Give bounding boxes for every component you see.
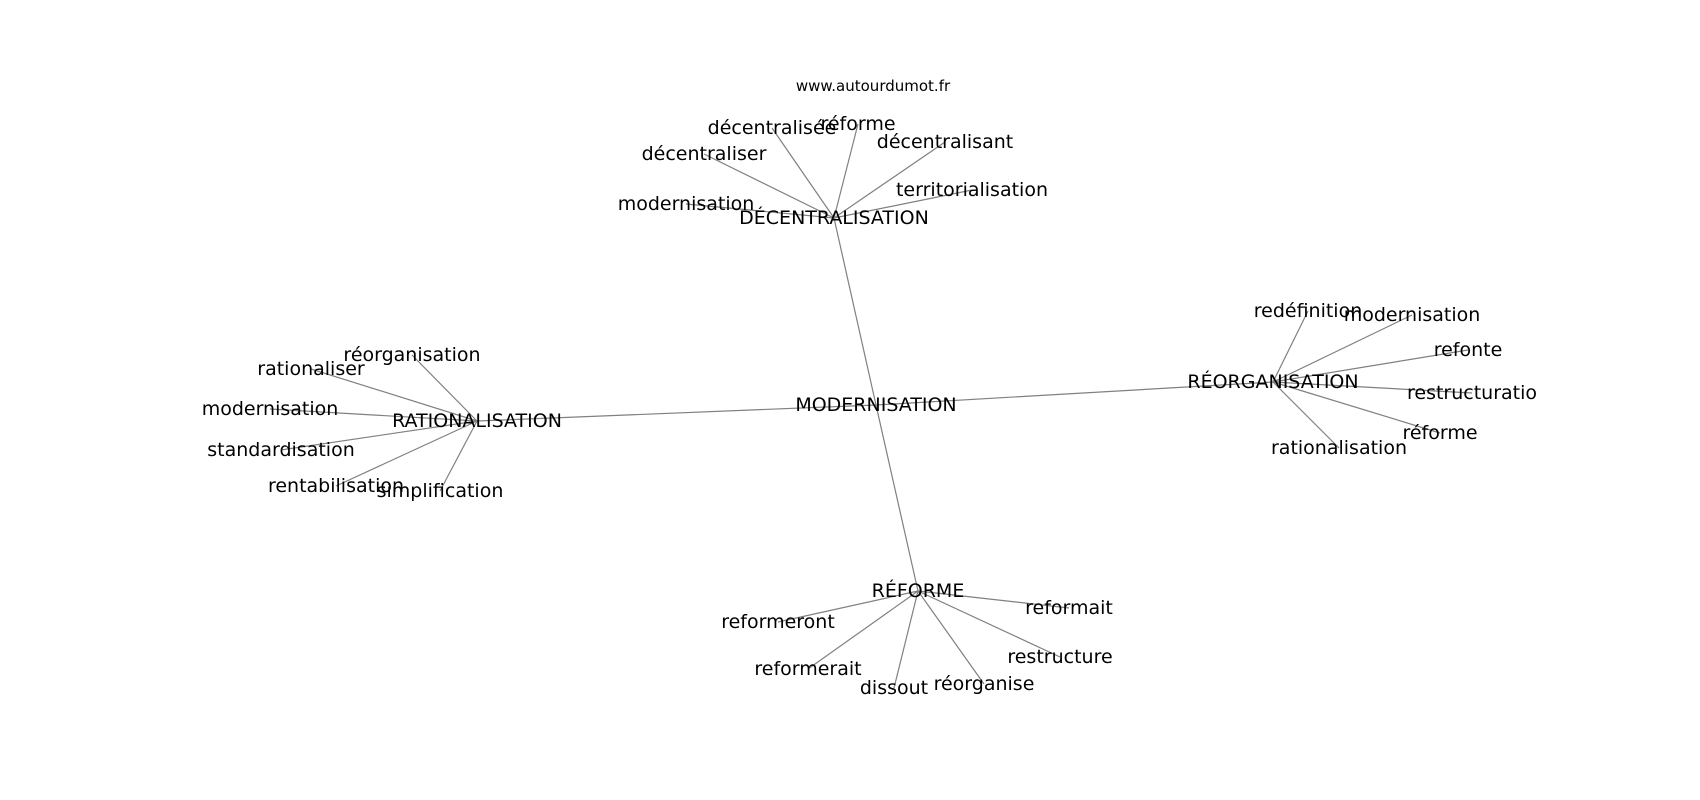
edge-reforme-3 [807,590,919,670]
node-leaf-rationalisation-0[interactable]: réorganisation [343,344,480,366]
site-watermark: www.autourdumot.fr [796,77,951,95]
edge-center-reforme [875,404,919,592]
node-leaf-decentralisation-0[interactable]: décentralisée [708,117,837,139]
edge-reforme-0 [917,590,1070,609]
node-hub-reorganisation[interactable]: RÉORGANISATION [1187,370,1358,393]
node-leaf-reorganisation-4[interactable]: réforme [1402,422,1477,444]
edge-decentralisation-3 [703,153,835,219]
edge-center-decentralisation [833,217,877,406]
edge-reforme-2 [917,590,1061,658]
node-leaf-rationalisation-5[interactable]: simplification [377,480,504,502]
node-hub-rationalisation[interactable]: RATIONALISATION [392,410,562,432]
edge-rationalisation-1 [310,368,478,422]
edge-reforme-4 [917,590,985,685]
edge-center-reorganisation [875,381,1274,406]
node-leaf-reorganisation-0[interactable]: redéfinition [1254,300,1363,322]
node-leaf-reorganisation-2[interactable]: refonte [1434,339,1503,361]
edge-reorganisation-5 [1272,381,1340,449]
edge-rationalisation-0 [411,354,478,422]
node-leaf-reorganisation-1[interactable]: modernisation [1344,304,1481,326]
node-leaf-reorganisation-3[interactable]: restructuratio [1407,382,1537,404]
edge-rationalisation-3 [280,420,478,451]
edge-decentralisation-5 [685,203,835,219]
node-leaf-reforme-4[interactable]: réorganise [934,673,1035,695]
node-leaf-decentralisation-4[interactable]: territorialisation [896,179,1048,201]
edge-rationalisation-2 [269,408,478,422]
edge-center-rationalisation [476,404,877,422]
edge-reorganisation-4 [1272,381,1441,434]
graph-edges [269,123,1473,689]
node-leaf-reforme-1[interactable]: reformeront [721,611,835,633]
node-leaf-decentralisation-5[interactable]: modernisation [618,193,755,215]
node-leaf-decentralisation-2[interactable]: décentralisant [877,131,1013,153]
edge-rationalisation-5 [439,420,478,492]
edge-reforme-5 [893,590,919,689]
node-leaf-reforme-2[interactable]: restructure [1007,646,1112,668]
edge-reorganisation-0 [1272,310,1309,383]
node-hub-decentralisation[interactable]: DÉCENTRALISATION [739,206,929,229]
node-leaf-rationalisation-4[interactable]: rentabilisation [268,475,404,497]
edge-reorganisation-1 [1272,314,1413,383]
node-leaf-rationalisation-3[interactable]: standardisation [207,439,355,461]
node-center-modernisation[interactable]: MODERNISATION [795,394,956,416]
node-leaf-reforme-3[interactable]: reformerait [754,658,861,680]
node-leaf-reforme-5[interactable]: dissout [860,677,928,699]
node-leaf-rationalisation-2[interactable]: modernisation [202,398,339,420]
edge-reorganisation-3 [1272,381,1473,394]
edge-decentralisation-1 [833,123,859,219]
edge-rationalisation-4 [335,420,478,487]
edge-reorganisation-2 [1272,349,1469,383]
edge-decentralisation-2 [833,141,946,219]
node-leaf-reorganisation-5[interactable]: rationalisation [1271,437,1407,459]
edge-reforme-1 [777,590,919,623]
node-leaf-decentralisation-1[interactable]: réforme [820,113,895,135]
edge-decentralisation-4 [833,189,973,219]
node-hub-reforme[interactable]: RÉFORME [872,579,965,602]
edge-decentralisation-0 [771,127,835,219]
node-leaf-rationalisation-1[interactable]: rationaliser [257,358,365,380]
node-leaf-decentralisation-3[interactable]: décentraliser [642,143,767,165]
node-leaf-reforme-0[interactable]: reformait [1025,597,1113,619]
